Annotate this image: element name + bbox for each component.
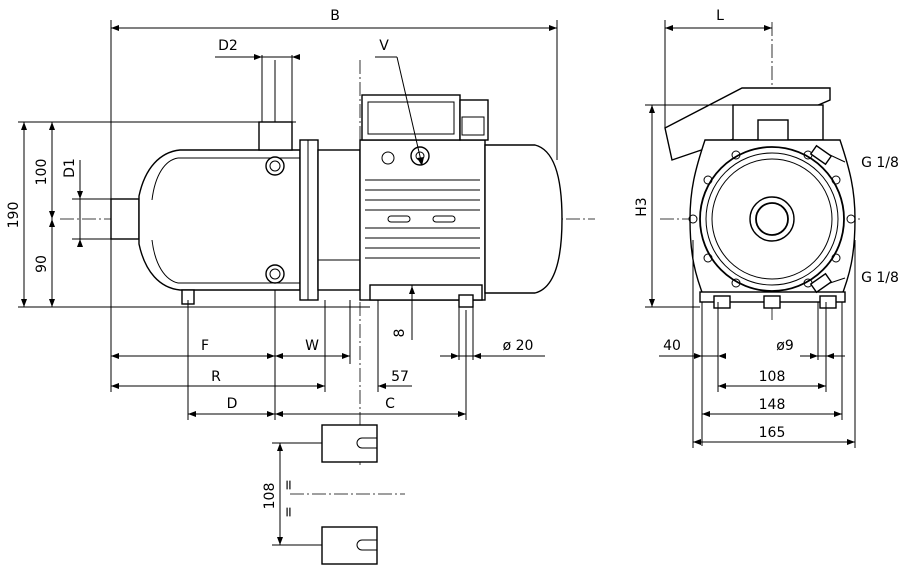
dim-label-F: F [201, 338, 209, 354]
dim-label-100: 100 [34, 159, 50, 186]
side-dimensions: B D2 V 190 100 90 D1 [6, 8, 558, 420]
dim-label-V: V [379, 38, 389, 54]
front-foot-bolt [763, 295, 781, 309]
capacitor-box [459, 99, 489, 141]
front-foot-bolt [713, 295, 731, 309]
dim-label-G-top: G 1/8 [861, 155, 899, 171]
leader-G-bottom [829, 277, 846, 284]
motor-fins [365, 179, 480, 259]
leader-V [396, 56, 423, 166]
dim-label-148: 148 [759, 397, 786, 413]
fill-plug-inner [269, 160, 281, 172]
front-foot-bolt [819, 295, 837, 309]
dim-label-H3: H3 [634, 197, 650, 216]
dim-label-40: 40 [663, 338, 681, 354]
dim-label-190: 190 [6, 202, 22, 229]
front-view [660, 22, 860, 320]
drain-plug-inner [269, 268, 281, 280]
front-dimensions: L H3 G 1/8 G 1/8 40 ø9 108 [634, 8, 899, 448]
motor-fan-cover [484, 144, 563, 294]
discharge-nozzle [258, 121, 293, 151]
dim-label-G-bottom: G 1/8 [861, 270, 899, 286]
dim-label-108-front: 108 [759, 369, 786, 385]
dim-label-D1: D1 [62, 158, 78, 178]
front-flange-outer [699, 146, 845, 292]
dim-label-R: R [211, 369, 221, 385]
foot-top-slot [356, 437, 377, 449]
pump-flange [299, 139, 319, 301]
g18-plug-top [809, 144, 833, 166]
dim-label-57: 57 [391, 369, 409, 385]
motor-foot [369, 284, 483, 301]
dim-label-D: D [227, 396, 238, 412]
dim-label-165: 165 [759, 425, 786, 441]
dim-label-B: B [330, 8, 340, 24]
foot-detail: 108 = = [262, 424, 405, 565]
equal-mark-1: = [281, 479, 297, 491]
motor-adapter [317, 149, 361, 291]
equal-mark-2: = [281, 506, 297, 518]
front-flange-ring-inner [711, 158, 833, 280]
suction-port-inner [755, 202, 789, 236]
suction-nozzle [110, 198, 140, 240]
dim-label-dia20: ø 20 [503, 338, 534, 354]
front-flange-ring [705, 152, 839, 286]
dim-label-L: L [716, 8, 724, 24]
capacitor-grip [461, 116, 485, 136]
dim-label-C: C [385, 396, 395, 412]
side-view [60, 60, 595, 465]
foot-top [321, 424, 378, 463]
motor-foot-bolt [458, 294, 474, 308]
dim-label-90: 90 [34, 255, 50, 273]
terminal-box-lid [367, 101, 455, 135]
dim-label-D2: D2 [218, 38, 238, 54]
dim-label-W: W [305, 338, 319, 354]
dim-label-dia9: ø9 [776, 338, 793, 354]
dim-label-8: 8 [392, 329, 408, 338]
leader-G-top [829, 154, 846, 163]
g18-plug-bottom [809, 272, 833, 294]
drain-plug [265, 264, 285, 284]
foot-bottom-slot [356, 539, 377, 551]
foot-bottom [321, 526, 378, 565]
pump-body-contour [151, 157, 179, 284]
screw-head [381, 151, 395, 165]
dim-label-108-foot: 108 [262, 483, 278, 510]
fill-plug [265, 156, 285, 176]
